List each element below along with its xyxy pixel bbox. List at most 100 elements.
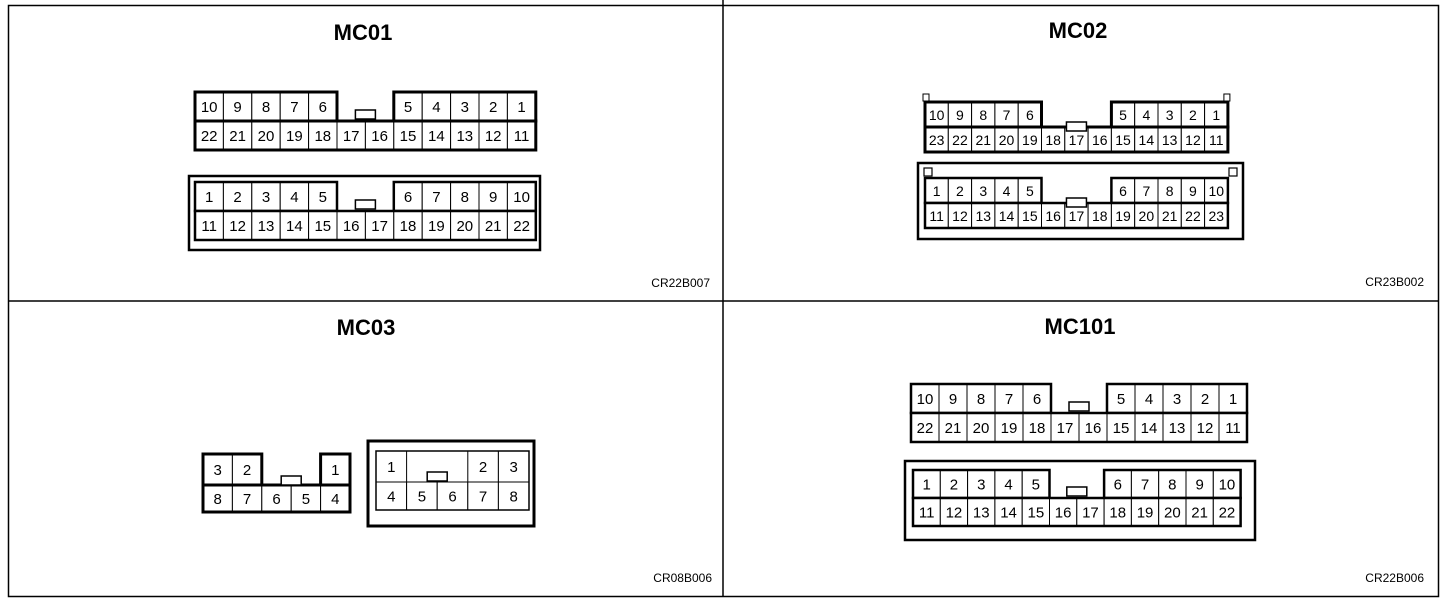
pin-label-cell bbox=[912, 469, 941, 499]
pin-label: 7 bbox=[1003, 107, 1011, 123]
pin-label: 21 bbox=[975, 132, 991, 148]
pin-label: 18 bbox=[1092, 208, 1108, 224]
housing-clip-right bbox=[1228, 167, 1238, 177]
pin-label: 14 bbox=[1139, 132, 1155, 148]
pin-label: 9 bbox=[949, 391, 957, 408]
pin-label: 8 bbox=[979, 107, 987, 123]
pin-label: 19 bbox=[428, 218, 445, 235]
pin-label: 9 bbox=[1189, 183, 1197, 199]
pin-label: 6 bbox=[1033, 391, 1041, 408]
pin-label: 6 bbox=[1119, 183, 1127, 199]
pin-label-cell bbox=[1106, 383, 1136, 414]
pin-label: 22 bbox=[1219, 505, 1236, 522]
pin-label: 6 bbox=[448, 489, 456, 506]
pin-label: 5 bbox=[319, 189, 327, 206]
pin-label: 18 bbox=[1029, 420, 1046, 437]
pin-label: 1 bbox=[1212, 107, 1220, 123]
pin-label: 16 bbox=[1055, 505, 1072, 522]
pin-label: 3 bbox=[1173, 391, 1181, 408]
pin-label: 13 bbox=[258, 218, 275, 235]
pin-label: 8 bbox=[977, 391, 985, 408]
pin-label-cell bbox=[1130, 497, 1160, 527]
latch-key bbox=[1065, 121, 1088, 132]
pin-label-cell bbox=[1218, 412, 1248, 443]
pin-label-cell bbox=[1078, 412, 1108, 443]
pin-label-cell bbox=[308, 120, 338, 151]
pin-label-cell bbox=[231, 484, 263, 513]
pin-label: 19 bbox=[1022, 132, 1038, 148]
pin-label: 17 bbox=[1057, 420, 1074, 437]
pin-label: 1 bbox=[205, 189, 213, 206]
pin-label: 17 bbox=[343, 128, 360, 145]
pin-label: 20 bbox=[973, 420, 990, 437]
pin-label: 21 bbox=[1162, 208, 1178, 224]
pin-label: 4 bbox=[1145, 391, 1153, 408]
pin-label: 13 bbox=[1162, 132, 1178, 148]
latch-key bbox=[426, 471, 448, 482]
pin-label: 2 bbox=[479, 459, 487, 476]
mc02-title: MC02 bbox=[1049, 18, 1108, 43]
pin-label: 4 bbox=[290, 189, 298, 206]
pin-label: 11 bbox=[919, 505, 935, 522]
pin-label: 2 bbox=[1201, 391, 1209, 408]
pin-label: 11 bbox=[201, 218, 217, 235]
pin-label: 12 bbox=[485, 128, 502, 145]
pin-label-cell bbox=[966, 412, 996, 443]
mc03-drawing-code: CR08B006 bbox=[653, 571, 712, 585]
pin-row-bottom bbox=[201, 483, 352, 514]
latch-key bbox=[354, 109, 377, 120]
pin-label: 12 bbox=[1197, 420, 1214, 437]
pin-label-cell bbox=[497, 450, 530, 483]
pin-label: 20 bbox=[258, 128, 275, 145]
pin-array bbox=[375, 450, 530, 511]
pin-row-bottom bbox=[193, 119, 538, 152]
latch-key bbox=[280, 475, 302, 486]
pin-label: 8 bbox=[461, 189, 469, 206]
pin-label-cell bbox=[194, 91, 224, 122]
pin-label: 20 bbox=[456, 218, 473, 235]
pin-label: 11 bbox=[1209, 132, 1224, 148]
pin-label: 19 bbox=[1001, 420, 1018, 437]
pin-label-cell bbox=[478, 120, 508, 151]
pin-label: 1 bbox=[922, 477, 930, 494]
pin-label: 22 bbox=[1185, 208, 1201, 224]
pin-label: 9 bbox=[489, 189, 497, 206]
pin-label-cell bbox=[450, 210, 480, 241]
pin-label: 22 bbox=[513, 218, 530, 235]
pin-label: 6 bbox=[319, 99, 327, 116]
pin-label: 3 bbox=[979, 183, 987, 199]
pin-label: 18 bbox=[1109, 505, 1126, 522]
pin-label: 16 bbox=[1092, 132, 1108, 148]
latch-key bbox=[1068, 401, 1090, 412]
mc02-drawing-code: CR23B002 bbox=[1365, 275, 1424, 289]
pin-label: 15 bbox=[1028, 505, 1045, 522]
pin-label-cell bbox=[939, 469, 969, 499]
pin-label: 5 bbox=[302, 491, 310, 508]
pin-label: 4 bbox=[1003, 183, 1011, 199]
pin-label: 22 bbox=[201, 128, 218, 145]
latch-key bbox=[1066, 486, 1088, 497]
connector-housing bbox=[187, 174, 542, 252]
pin-label: 13 bbox=[456, 128, 473, 145]
pin-label: 4 bbox=[387, 489, 395, 506]
pin-label: 12 bbox=[229, 218, 246, 235]
pin-label: 7 bbox=[432, 189, 440, 206]
pin-label: 15 bbox=[1113, 420, 1130, 437]
mc03-title: MC03 bbox=[337, 315, 396, 340]
pin-label: 7 bbox=[1141, 477, 1149, 494]
pin-label: 4 bbox=[1004, 477, 1012, 494]
pin-label: 1 bbox=[331, 462, 339, 479]
pin-label: 6 bbox=[1114, 477, 1122, 494]
pin-label: 6 bbox=[272, 491, 280, 508]
pin-label: 16 bbox=[371, 128, 388, 145]
pin-label-cell bbox=[308, 91, 338, 122]
connector-housing bbox=[916, 161, 1245, 241]
pin-label: 5 bbox=[1026, 183, 1034, 199]
pin-label: 8 bbox=[1168, 477, 1176, 494]
pin-label: 17 bbox=[1069, 208, 1085, 224]
